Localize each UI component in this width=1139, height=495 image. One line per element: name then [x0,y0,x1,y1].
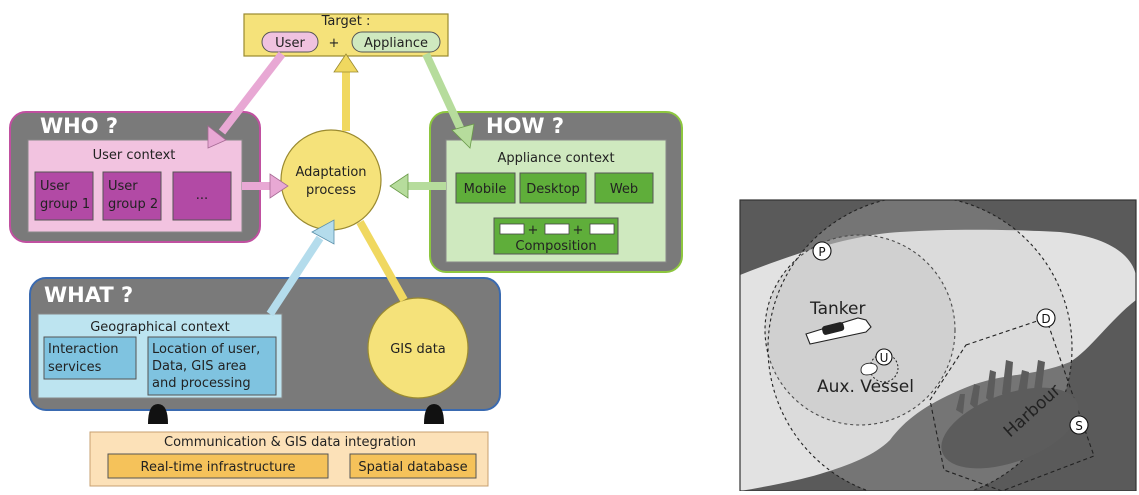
user-group-2-line2: group 2 [108,197,158,212]
what-heading: WHAT ? [44,283,133,307]
who-panel: WHO ? User context User group 1 User gro… [9,111,261,243]
user-group-more-label: ... [196,188,208,203]
svg-text:P: P [818,245,825,259]
target-box: Target : User + Appliance [243,13,449,57]
spatial-database-box [349,453,477,479]
interaction-services-box [43,336,137,380]
user-group-2 [102,171,162,221]
user-group-1 [34,171,94,221]
realtime-infrastructure-box [107,453,329,479]
target-appliance-pill [351,31,441,53]
adaptation-line1: Adaptation [295,165,366,180]
gis-data-label: GIS data [390,342,446,357]
arrow-head-adaptation-left [269,173,289,199]
arrow-user-to-who [218,51,286,135]
adaptation-process-node: Adaptation process [280,129,382,231]
marker-s: S [1069,415,1089,435]
geographical-context-title: Geographical context [90,320,230,335]
location-line1: Location of user, [152,342,260,357]
svg-text:D: D [1041,312,1050,326]
appliance-context-title: Appliance context [497,151,614,166]
appliance-desktop-label: Desktop [526,182,580,197]
arrows [207,51,475,317]
arrow-geo-to-adaptation [266,235,324,317]
user-context-title: User context [93,148,176,163]
marker-u: U [875,348,893,366]
appliance-web [594,172,654,204]
appliance-desktop [519,172,587,204]
gis-data-node: GIS data [367,297,469,399]
aux-vessel [860,362,878,376]
tanker-ship [805,317,872,345]
connector-right [424,404,444,424]
arrow-head-how [451,123,475,149]
target-appliance-label: Appliance [364,36,428,51]
target-user-label: User [275,36,305,51]
user-group-2-line1: User [108,179,138,194]
composition-label: Composition [515,239,596,254]
location-line2: Data, GIS area [152,359,247,374]
appliance-web-label: Web [610,182,638,197]
harbour-piers [956,360,1045,414]
composition-plus-2: + [573,223,584,238]
arrow-appliance-to-how [422,52,466,134]
arrow-head-adaptation-right [389,173,409,199]
arrow-head-target [333,53,359,73]
target-user-pill [261,31,319,53]
location-line3: and processing [152,376,251,391]
composition-slot-1 [499,223,525,235]
how-panel: HOW ? Appliance context Mobile Desktop W… [429,111,683,273]
integration-title: Communication & GIS data integration [164,435,416,450]
arrow-gis-to-adaptation [356,220,408,302]
who-heading: WHO ? [40,114,118,138]
user-group-1-line1: User [40,179,70,194]
arrow-head-adaptation-bottom [311,219,335,245]
adaptation-line2: process [306,183,356,198]
location-box [147,336,277,396]
composition-plus-1: + [528,223,539,238]
interaction-services-line1: Interaction [48,342,119,357]
svg-text:U: U [880,351,889,365]
target-plus: + [329,36,340,51]
realtime-infrastructure-label: Real-time infrastructure [141,460,296,475]
integration-box: Communication & GIS data integration Rea… [89,431,489,487]
composition-slot-2 [544,223,570,235]
interaction-services-line2: services [48,360,102,375]
appliance-mobile [455,172,516,204]
appliance-mobile-label: Mobile [464,182,507,197]
map-label-tanker: Tanker [809,299,865,319]
spatial-database-label: Spatial database [358,460,467,475]
marker-p: P [812,241,832,261]
map: Tanker Aux. Vessel Harbour P D U S [739,199,1137,492]
how-heading: HOW ? [486,114,564,138]
target-title: Target : [321,14,371,29]
map-sea [740,229,1136,491]
svg-text:S: S [1075,419,1083,433]
user-group-more [172,171,232,221]
arrow-head-who [207,125,227,149]
composition-slot-3 [589,223,615,235]
user-group-1-line2: group 1 [40,197,90,212]
marker-d: D [1036,308,1056,328]
connector-left [148,404,168,424]
map-label-aux-vessel: Aux. Vessel [817,377,914,397]
